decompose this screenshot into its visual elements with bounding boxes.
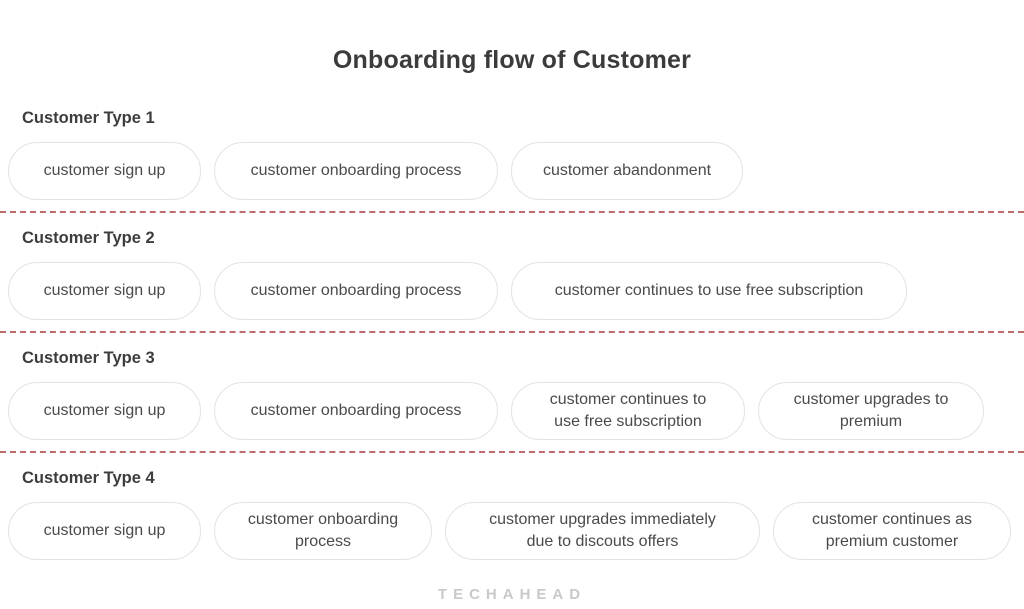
pill-row: customer sign up customer onboarding pro… [8,502,1024,560]
pill-row: customer sign up customer onboarding pro… [8,382,1024,440]
flow-node: customer sign up [8,382,201,440]
section-label: Customer Type 1 [22,109,155,127]
section-label: Customer Type 4 [22,469,155,487]
flow-node: customer onboarding process [214,142,498,200]
techahead-logo: TECHAHEAD [437,586,587,603]
section-label: Customer Type 2 [22,229,155,247]
pill-row: customer sign up customer onboarding pro… [8,262,1024,320]
flow-node: customer sign up [8,262,201,320]
section-divider [0,331,1024,333]
flow-node: customer continues as premium customer [773,502,1011,560]
section-customer-type-1: Customer Type 1 customer sign up custome… [0,109,1024,200]
section-divider [0,451,1024,453]
pill-row: customer sign up customer onboarding pro… [8,142,1024,200]
flow-node: customer onboarding process [214,502,432,560]
flow-node: customer upgrades to premium [758,382,984,440]
flow-node: customer continues to use free subscript… [511,262,907,320]
flow-node: customer sign up [8,142,201,200]
section-customer-type-3: Customer Type 3 customer sign up custome… [0,349,1024,440]
section-customer-type-4: Customer Type 4 customer sign up custome… [0,469,1024,560]
section-divider [0,211,1024,213]
page-title: Onboarding flow of Customer [332,46,692,74]
flow-node: customer sign up [8,502,201,560]
flow-node: customer onboarding process [214,262,498,320]
flow-node: customer abandonment [511,142,743,200]
flow-node: customer upgrades immediately due to dis… [445,502,760,560]
section-label: Customer Type 3 [22,349,155,367]
flow-node: customer onboarding process [214,382,498,440]
section-customer-type-2: Customer Type 2 customer sign up custome… [0,229,1024,320]
flow-node: customer continues to use free subscript… [511,382,745,440]
